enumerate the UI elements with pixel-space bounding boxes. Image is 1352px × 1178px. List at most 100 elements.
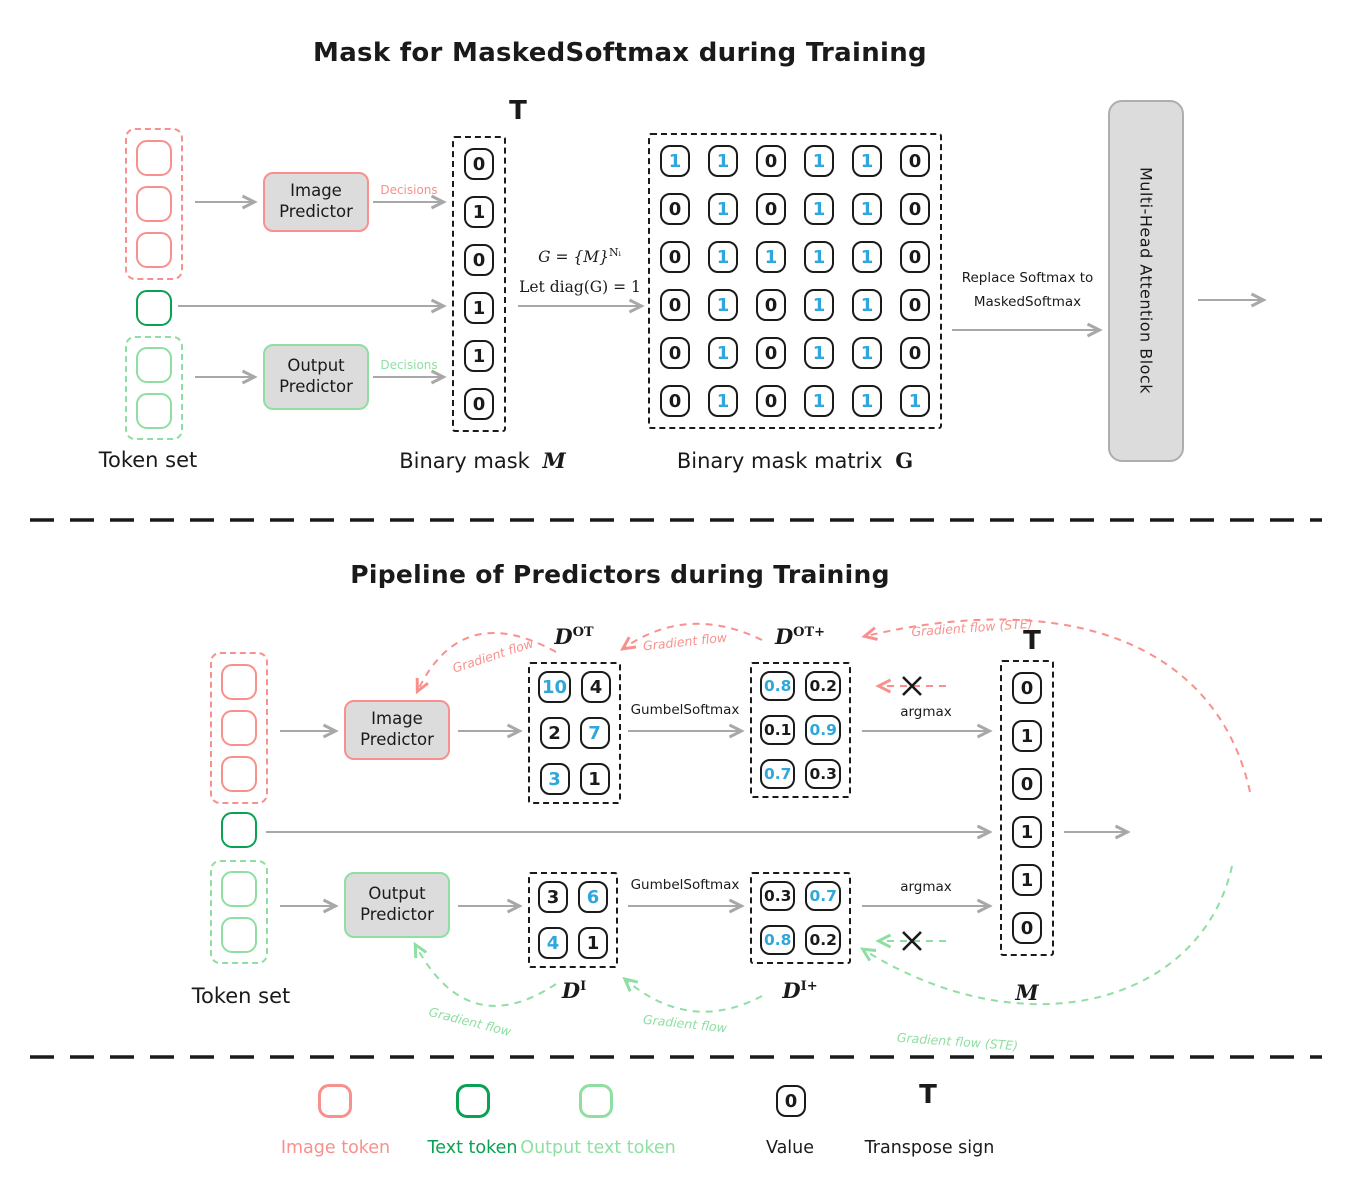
value-cell: 1: [708, 289, 738, 321]
dot-label: DOT: [524, 624, 624, 649]
dotp-label: DOT+: [750, 624, 850, 649]
matrix-row: 1: [464, 340, 494, 372]
value-cell: 1: [900, 385, 930, 417]
top-section-title: Mask for MaskedSoftmax during Training: [313, 38, 927, 68]
text-token: [136, 290, 172, 326]
value-cell: 3: [538, 881, 568, 913]
value-cell: 0: [1012, 912, 1042, 944]
matrix-row: 10 4: [538, 671, 612, 703]
legend-image-token-label: Image token: [280, 1138, 391, 1158]
transpose-sign-top: T: [509, 96, 527, 126]
m-label: M: [1015, 980, 1039, 1005]
output-predictor-line2: Predictor: [279, 377, 353, 396]
value-cell: 1: [804, 193, 834, 225]
value-cell: 0.1: [760, 715, 796, 745]
argmax-label-top: argmax: [900, 704, 952, 720]
value-cell: 1: [579, 763, 610, 795]
value-cell: 1: [804, 145, 834, 177]
multi-head-attention-block: Multi-Head Attention Block: [1108, 100, 1184, 462]
image-predictor-box-bottom: Image Predictor: [344, 700, 450, 760]
value-cell: 1: [852, 193, 882, 225]
legend-text-token-label: Text token: [427, 1138, 518, 1158]
gumbel-softmax-label-top: GumbelSoftmax: [630, 702, 740, 718]
value-cell: 1: [708, 337, 738, 369]
replace-softmax-line1: Replace Softmax to: [961, 270, 1094, 286]
output-token: [136, 347, 172, 384]
value-cell: 0.7: [760, 759, 796, 789]
value-cell: 1: [660, 145, 690, 177]
replace-softmax-line2: MaskedSoftmax: [973, 294, 1082, 310]
value-cell: 0: [1012, 672, 1042, 704]
value-cell: 1: [804, 385, 834, 417]
value-cell: 1: [804, 241, 834, 273]
dot-sup: OT: [572, 625, 594, 640]
value-cell: 1: [708, 241, 738, 273]
di-symbol: D: [561, 978, 581, 1003]
output-token: [221, 871, 257, 908]
value-cell: 0: [464, 388, 494, 420]
value-cell: 3: [539, 763, 570, 795]
binary-mask-matrix-label: Binary mask matrix G: [665, 448, 925, 473]
value-cell: 0: [660, 241, 690, 273]
legend-text-token-swatch: [456, 1084, 490, 1118]
image-token-group: [125, 128, 183, 280]
legend-output-token-label: Output text token: [520, 1138, 676, 1158]
gradient-flow-ste-label-green: Gradient flow (STE): [896, 1029, 1019, 1054]
output-token-group-bottom: [210, 860, 268, 964]
value-cell: 1: [708, 193, 738, 225]
value-cell: 1: [464, 340, 494, 372]
output-predictor-line1: Output: [287, 356, 345, 376]
value-cell: 0: [660, 385, 690, 417]
value-cell: 1: [804, 289, 834, 321]
attention-block-label: Multi-Head Attention Block: [1136, 167, 1156, 395]
image-predictor-line1: Image: [371, 709, 423, 729]
matrix-row: 0: [1012, 768, 1042, 800]
output-predictor-line1: Output: [368, 884, 426, 904]
image-predictor-line2: Predictor: [360, 730, 434, 749]
bottom-section-title: Pipeline of Predictors during Training: [350, 560, 890, 589]
g-formula-line2: Let diag(G) = 1: [519, 278, 641, 296]
matrix-row: 1: [1012, 720, 1042, 752]
value-cell: 0: [464, 148, 494, 180]
decisions-label-output: Decisions: [380, 358, 438, 372]
image-token: [221, 710, 257, 746]
gradient-flow-label-green-2: Gradient flow: [642, 1011, 728, 1036]
value-cell: 10: [538, 671, 572, 703]
transpose-sign-bottom: T: [1023, 626, 1041, 656]
value-cell: 4: [581, 671, 612, 703]
output-predictor-box-top: Output Predictor: [263, 344, 369, 410]
matrix-row: 1: [464, 196, 494, 228]
image-token: [136, 186, 172, 222]
image-token: [221, 664, 257, 700]
value-cell: 1: [1012, 720, 1042, 752]
binary-mask-label: Binary mask M: [390, 448, 575, 473]
argmax-label-bottom: argmax: [900, 879, 952, 895]
binary-mask-matrix-label-text: Binary mask matrix: [676, 449, 883, 473]
image-predictor-box-top: Image Predictor: [263, 172, 369, 232]
token-set-label-top: Token set: [98, 448, 198, 472]
dip-label: DI+: [750, 978, 850, 1003]
dot-symbol: D: [554, 624, 573, 649]
value-cell: 0: [900, 193, 930, 225]
dip-symbol: D: [782, 978, 801, 1003]
gradient-flow-label-green-1: Gradient flow: [427, 1004, 513, 1039]
legend-value-swatch: 0: [776, 1085, 806, 1117]
value-cell: 0.8: [760, 671, 796, 701]
value-cell: 0: [1012, 768, 1042, 800]
gumbel-softmax-label-bottom: GumbelSoftmax: [630, 877, 740, 893]
value-cell: 1: [804, 337, 834, 369]
value-cell: 6: [578, 881, 608, 913]
legend-output-token-swatch: [579, 1084, 613, 1118]
value-cell: 0: [756, 337, 786, 369]
value-cell: 1: [852, 289, 882, 321]
